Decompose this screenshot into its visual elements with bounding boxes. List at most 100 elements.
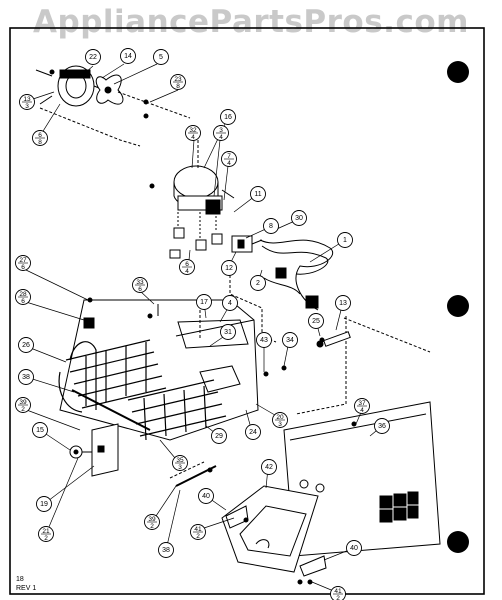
fan-bracket [69,423,119,477]
callout-part-number: 41 [194,526,202,533]
callout-c32_4: 324 [185,125,201,141]
callout-part-number: 37 [358,400,366,407]
callout-part-number: 39 [148,516,156,523]
callout-number: 38 [22,374,30,381]
callout-number: 34 [286,337,294,344]
callout-c39_2b: 392 [144,514,160,530]
callout-part-number: 6 [185,261,189,268]
callout-part-number: 35 [176,457,184,464]
callout-c6_4: 64 [179,259,195,275]
callout-number: 1 [343,237,347,244]
wiring-harness [259,239,333,311]
callout-number: 15 [36,427,44,434]
callout-number: 25 [312,318,320,325]
drain-pan-coil [127,379,227,441]
callout-circle [220,324,236,340]
callout-quantity: 3 [178,464,182,471]
footer-sheet-number: 18 [16,576,24,583]
callout-number: 24 [249,429,257,436]
callout-circle [245,424,261,440]
callout-c3_4: 34 [213,125,229,141]
callout-c38a: 38 [18,369,34,385]
binder-hole-middle [447,295,469,317]
callout-number: 29 [215,433,223,440]
callout-part-number: 28 [19,291,27,298]
callout-number: 38 [162,547,170,554]
callout-number: 26 [22,342,30,349]
callout-quantity: 4 [185,268,189,275]
callout-quantity: 6 [138,286,142,293]
callout-circle [308,313,324,329]
callout-number: 17 [200,299,208,306]
callout-c5: 5 [153,49,169,65]
callout-c41_2a: 412 [190,524,206,540]
callout-quantity: 2 [336,595,340,600]
callout-number: 5 [159,54,163,61]
callout-circle [36,496,52,512]
callout-c20_3: 203 [272,412,288,428]
callout-quantity: 2 [21,406,25,413]
callout-quantity: 6 [21,264,25,271]
compressor-grommets [169,227,223,259]
callout-number: 11 [254,191,261,198]
callout-circle [337,232,353,248]
callout-c22: 22 [85,49,101,65]
callout-circle [261,459,277,475]
callout-number: 36 [378,423,386,430]
callout-number: 30 [295,215,303,222]
callout-number: 31 [224,329,232,336]
callout-c42: 42 [261,459,277,475]
callout-circle [18,337,34,353]
callout-circle [211,428,227,444]
callout-quantity: 2 [44,535,48,542]
callout-c19: 19 [36,496,52,512]
callout-c7_4: 74 [221,151,237,167]
callout-number: 19 [40,501,48,508]
callout-circle [282,332,298,348]
callout-number: 13 [339,300,347,307]
callout-c8: 8 [263,218,279,234]
callout-c21_2: 212 [38,526,54,542]
callout-c15: 15 [32,422,48,438]
callout-part-number: 21 [42,528,50,535]
callout-number: 2 [256,280,260,287]
callout-part-number: 13 [23,96,31,103]
callout-c25: 25 [308,313,324,329]
callout-c41_2b: 412 [330,586,346,600]
callout-quantity: 4 [227,160,231,167]
callout-number: 40 [350,545,358,552]
callout-c14: 14 [120,48,136,64]
watermark: AppliancePartsPros.com [33,4,469,40]
callout-circle [250,186,266,202]
callout-quantity: 3 [25,103,29,110]
callout-circle [221,260,237,276]
callout-part-number: 27 [19,257,27,264]
callout-number: 42 [265,464,273,471]
callout-c16: 16 [220,109,236,125]
callout-c33_6: 336 [132,277,148,293]
grommet-28 [83,317,95,329]
callout-c11: 11 [250,186,266,202]
callout-quantity: 4 [360,407,364,414]
drain-tray [221,485,319,573]
support-rod [71,389,151,431]
condenser-coil [58,339,167,413]
callout-c17: 17 [196,294,212,310]
callout-part-number: 33 [136,279,144,286]
callout-c31: 31 [220,324,236,340]
callout-circle [256,332,272,348]
callout-circle [335,295,351,311]
callout-number: 43 [260,337,268,344]
callout-quantity: 3 [278,421,282,428]
callout-c39_2a: 392 [15,397,31,413]
callout-c37_4: 374 [354,398,370,414]
callout-circle [291,210,307,226]
callout-quantity: 4 [219,134,223,141]
callout-circle [346,540,362,556]
callout-quantity: 4 [191,134,195,141]
callout-quantity: 8 [38,139,42,146]
callout-circle [198,488,214,504]
